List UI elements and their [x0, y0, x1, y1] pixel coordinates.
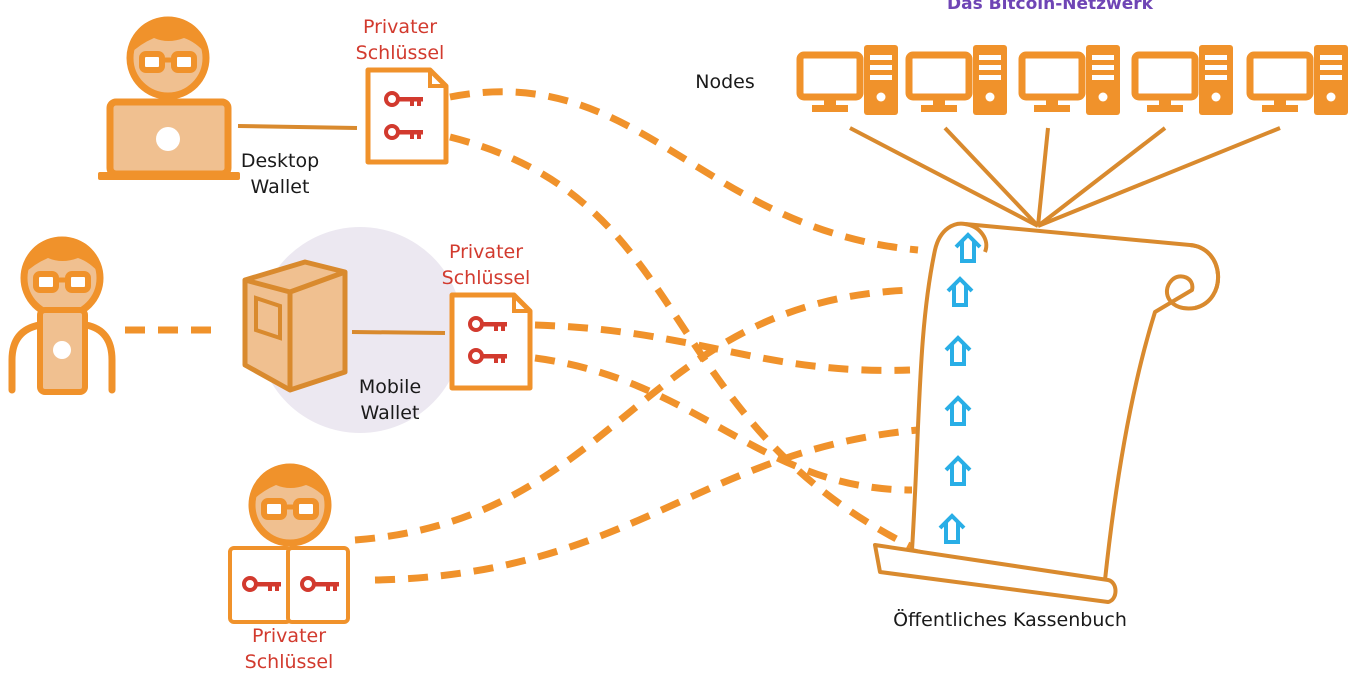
- private-key-label: Privater Schlüssel: [229, 623, 349, 675]
- desktop-wallet-connection: [237, 124, 358, 130]
- node-ledger-connections: [849, 126, 1281, 228]
- node-connection-line: [1036, 127, 1050, 227]
- private-key-document-icon: [449, 292, 533, 391]
- private-key-document-icon: [365, 67, 449, 165]
- private-key-label-line2: Schlüssel: [355, 42, 445, 64]
- mobile-wallet-connection: [351, 330, 446, 335]
- node-computer-icon: [1022, 45, 1120, 115]
- node-computer-icon: [1250, 45, 1348, 115]
- dashed-connections: [125, 88, 920, 584]
- desktop-wallet-label-line1: Desktop: [240, 150, 320, 172]
- mobile-user-icon: [8, 238, 116, 395]
- private-key-label-line2: Schlüssel: [244, 651, 334, 673]
- node-connection-line: [1036, 126, 1167, 228]
- desktop-wallet-label: Desktop Wallet: [220, 148, 340, 200]
- node-connection-line: [1037, 126, 1281, 228]
- public-ledger-scroll-icon: [873, 221, 1220, 604]
- mobile-wallet-server-icon: [242, 259, 348, 393]
- mobile-wallet-label: Mobile Wallet: [330, 374, 450, 426]
- dashed-connection: [449, 88, 919, 254]
- private-key-label-line2: Schlüssel: [441, 267, 531, 289]
- private-key-label-line1: Privater: [362, 16, 438, 38]
- private-key-label: Privater Schlüssel: [426, 239, 546, 291]
- desktop-user-icon: [98, 18, 240, 180]
- dashed-connection: [449, 133, 920, 554]
- network-title: Das Bitcoin-Netzwerk: [947, 0, 1153, 14]
- mobile-wallet-label-line2: Wallet: [360, 402, 420, 424]
- public-ledger-label: Öffentliches Kassenbuch: [893, 609, 1127, 631]
- nodes-label: Nodes: [695, 71, 755, 93]
- node-computer-icon: [800, 45, 898, 115]
- private-key-label-line1: Privater: [251, 625, 327, 647]
- dashed-connection: [534, 321, 911, 374]
- node-connection-line: [849, 126, 1039, 228]
- dashed-connection: [354, 286, 913, 544]
- dashed-connection: [534, 354, 913, 494]
- bitcoin-network-nodes: [800, 45, 1348, 115]
- mobile-wallet-label-line1: Mobile: [358, 376, 422, 398]
- node-computer-icon: [1135, 45, 1233, 115]
- node-connection-line: [943, 126, 1040, 228]
- desktop-wallet-label-line2: Wallet: [250, 176, 310, 198]
- node-computer-icon: [909, 45, 1007, 115]
- private-key-label-line1: Privater: [448, 241, 524, 263]
- private-key-label: Privater Schlüssel: [340, 14, 460, 66]
- paper-wallet-user-icon: [228, 465, 350, 624]
